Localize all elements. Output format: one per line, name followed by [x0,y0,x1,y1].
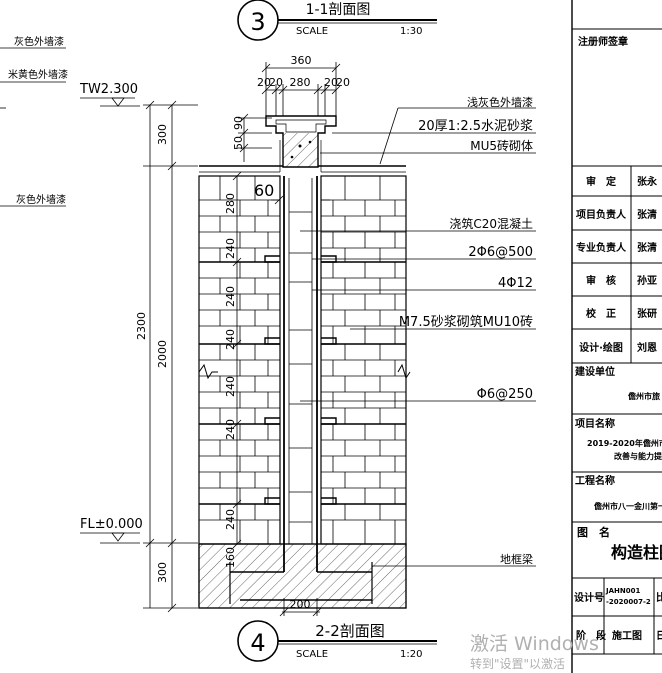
course-dim-2: 240 [224,238,237,259]
fl-elevation: FL±0.000 [80,517,143,532]
tb-unit-label: 建设单位 [574,365,615,378]
course-dim-5: 240 [224,376,237,397]
tb-stage-suffix: 日 [656,630,662,642]
tb-row-label-5: 校 正 [586,307,616,320]
left-dimensions [143,100,198,613]
tb-stage-value: 施工图 [612,629,642,642]
tb-engineering-label: 工程名称 [575,474,615,487]
tb-row-label-2: 项目负责人 [576,208,627,221]
tb-number-label: 设计号 [574,591,604,604]
tb-engineering-value: 儋州市八一金川第一 [594,501,662,511]
left-label-paint-3: 灰色外墙漆 [16,193,66,206]
tb-project-value-1: 2019-2020年儋州市文 [587,438,662,448]
course-dim-4: 240 [224,329,237,350]
label-stirrup-1: 2Φ6@500 [468,245,533,260]
tb-row-value-4: 孙亚 [637,274,657,287]
tb-number-suffix: 比 [656,591,662,604]
label-mortar: 20厚1:2.5水泥砂浆 [418,119,533,134]
wall-coping [199,115,406,173]
course-dim-7: 240 [224,509,237,530]
left-label-paint-2: 米黄色外墙漆 [8,68,68,81]
label-stirrup-2: Φ6@250 [477,387,533,402]
activate-windows-watermark: 激活 Windows [470,633,599,655]
dim-300-bottom: 300 [156,562,169,583]
tb-number-value-2: -2020007-2 [606,598,651,606]
section-3-scale-value: 1:30 [400,26,422,37]
tb-row-value-5: 张研 [637,307,657,320]
dim-60: 60 [254,181,274,200]
fl-elevation-marker [111,532,125,542]
tb-unit-value: 儋州市旅 [628,391,660,401]
tw-elevation: TW2.300 [79,82,138,97]
dim-360: 360 [291,54,312,67]
section-3-scale-label: SCALE [296,26,328,37]
label-brick: M7.5砂浆砌筑MU10砖 [399,314,533,330]
tb-row-label-4: 审 核 [586,274,616,287]
label-concrete: 浇筑C20混凝土 [449,216,533,231]
tb-figure-value: 构造柱图 [611,543,662,562]
tb-row-value-1: 张永 [637,175,658,188]
course-dim-6: 240 [224,419,237,440]
left-label-paint-1: 灰色外墙漆 [14,35,64,48]
label-rebar: 4Φ12 [498,276,533,291]
section-3-number: 3 [250,8,265,36]
section-4-title: 2-2剖面图 [315,622,385,640]
dim-280-top: 280 [290,76,311,89]
tb-row-value-3: 张清 [637,241,657,254]
section-4-number: 4 [250,629,265,657]
dim-50: 50 [232,136,245,150]
label-paint: 浅灰色外墙漆 [467,95,533,109]
dim-300-top: 300 [156,124,169,145]
section-4-header: 4 2-2剖面图 SCALE 1:20 [237,620,437,662]
dim-2300: 2300 [135,312,148,340]
right-annotations [300,107,536,567]
brick-wall-left [198,175,281,545]
dim-2000: 2000 [156,340,169,368]
dim-200: 200 [290,598,311,611]
course-dim-1: 280 [224,193,237,214]
dim-20-c: 20 [324,76,338,89]
label-masonry: MU5砖砌体 [470,138,533,153]
tb-stage-label: 阶 段 [576,629,606,642]
tb-stamp: 注册师签章 [578,35,628,48]
section-3-title: 1-1剖面图 [306,2,371,18]
title-block [571,0,662,673]
break-lines [198,363,411,380]
tb-row-label-6: 设计·绘图 [579,341,623,354]
left-annotations: 灰色外墙漆 米黄色外墙漆 灰色外墙漆 TW2.300 FL±0.000 [0,35,143,544]
tb-row-value-6: 刘恩 [637,341,657,354]
section-4-scale-label: SCALE [296,649,328,660]
section-4-scale-value: 1:20 [400,649,422,660]
tb-row-label-1: 审 定 [586,175,616,188]
tb-row-label-3: 专业负责人 [576,241,627,254]
activate-windows-hint: 转到"设置"以激活 [470,657,566,671]
tb-project-label: 项目名称 [575,417,615,430]
ground-beam [198,543,407,617]
tb-row-value-2: 张清 [637,208,657,221]
course-dim-3: 240 [224,286,237,307]
tw-elevation-marker [111,97,125,107]
section-3-header: 3 1-1剖面图 SCALE 1:30 [237,0,437,41]
tb-project-value-2: 改善与能力提 [614,451,662,461]
tb-number-value-1: JAHN001 [605,587,640,595]
label-ground-beam: 地框梁 [500,552,533,566]
dim-20-d: 20 [336,76,350,89]
dim-20-a: 20 [257,76,271,89]
dim-20-b: 20 [269,76,283,89]
dim-90: 90 [232,116,245,130]
column-core [264,176,337,572]
tb-figure-label: 图 名 [577,525,610,539]
